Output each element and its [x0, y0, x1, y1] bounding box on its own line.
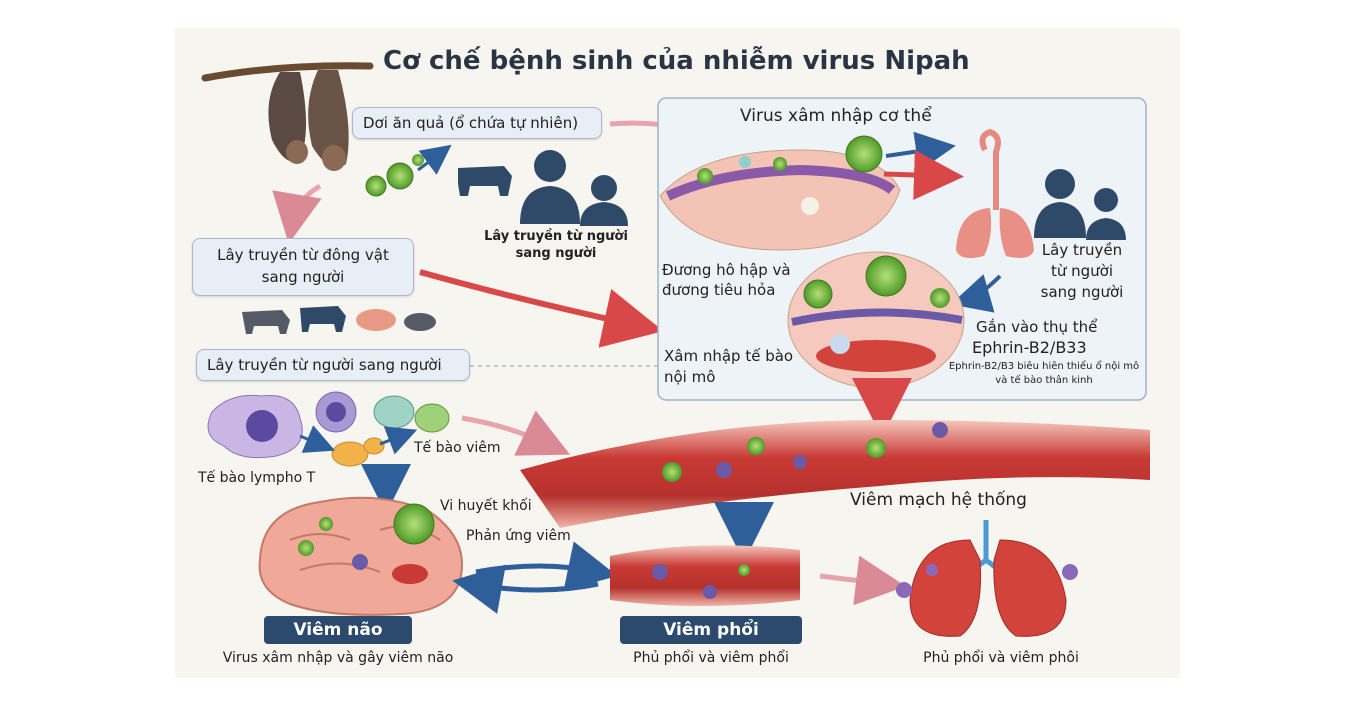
bat-icon	[201, 62, 374, 171]
virus-icon	[365, 154, 424, 197]
human-to-human-label: Lây truyền từ người sang người	[207, 356, 442, 374]
cow-icon	[242, 310, 290, 334]
pig-icon	[356, 309, 436, 331]
human-to-human-top-label: Lây truyền từ người sang người	[484, 229, 628, 261]
animal-to-human-box: Lây truyền từ đông vật sang người	[192, 238, 414, 296]
systemic-lung-caption: Phủ phổi và viêm phôi	[923, 650, 1079, 666]
blood-vessel-icon	[520, 420, 1150, 528]
virus-entry-label: Virus xâm nhập cơ thể	[740, 106, 932, 126]
receptor-binding-label: Gắn vào thụ thể	[976, 318, 1098, 336]
cow-icon	[300, 306, 346, 332]
reservoir-label: Dơi ăn quả (ổ chứa tự nhiên)	[363, 114, 579, 132]
lungs-icon	[956, 128, 1034, 258]
people-icon	[520, 150, 628, 226]
airway-tissue-icon	[659, 149, 901, 251]
animal-to-human-label: Lây truyền từ đông vật sang người	[217, 246, 389, 286]
receptor-name-label: Ephrin-B2/B33	[972, 338, 1087, 357]
cell-icon	[207, 391, 450, 467]
microthrombus-label: Vi huyết khối	[440, 498, 532, 514]
respiratory-digestive-label: Đương hô hập và đương tiêu hỏa	[662, 261, 791, 299]
pneumonia-pill: Viêm phổi	[620, 616, 802, 644]
human-to-human-box: Lây truyền từ người sang người	[196, 349, 470, 381]
systemic-vasculitis-label: Viêm mạch hệ thống	[850, 490, 1027, 510]
cow-icon	[458, 166, 512, 196]
people-icon	[1034, 169, 1126, 240]
pneumonia-caption: Phủ phổi và viêm phổi	[633, 650, 789, 666]
lungs-icon	[896, 520, 1078, 637]
diagram-title: Cơ chế bệnh sinh của nhiễm virus Nipah	[383, 46, 970, 76]
inflammatory-cells-label: Tế bào viêm	[414, 440, 501, 456]
endothelial-entry-label: Xâm nhập tế bào nội mô	[664, 347, 794, 386]
encephalitis-pill: Viêm não	[264, 616, 412, 644]
encephalitis-caption: Virus xâm nhập và gây viêm não	[222, 650, 454, 666]
blood-vessel-icon	[610, 545, 800, 606]
inflammatory-reaction-label: Phản ứng viêm	[466, 528, 571, 544]
right-human-to-human-label: Lây truyền từ người sang người	[1040, 241, 1124, 301]
virus-icon	[393, 503, 435, 545]
endothelium-icon	[787, 251, 965, 389]
reservoir-box: Dơi ăn quả (ổ chứa tự nhiên)	[352, 107, 602, 139]
t-lymphocyte-label: Tế bào lympho T	[198, 470, 316, 486]
virus-icon	[845, 135, 883, 173]
receptor-note-label: Ephrin-B2/B3 biêu hiên thiểu ổ nội mô và…	[948, 361, 1140, 386]
